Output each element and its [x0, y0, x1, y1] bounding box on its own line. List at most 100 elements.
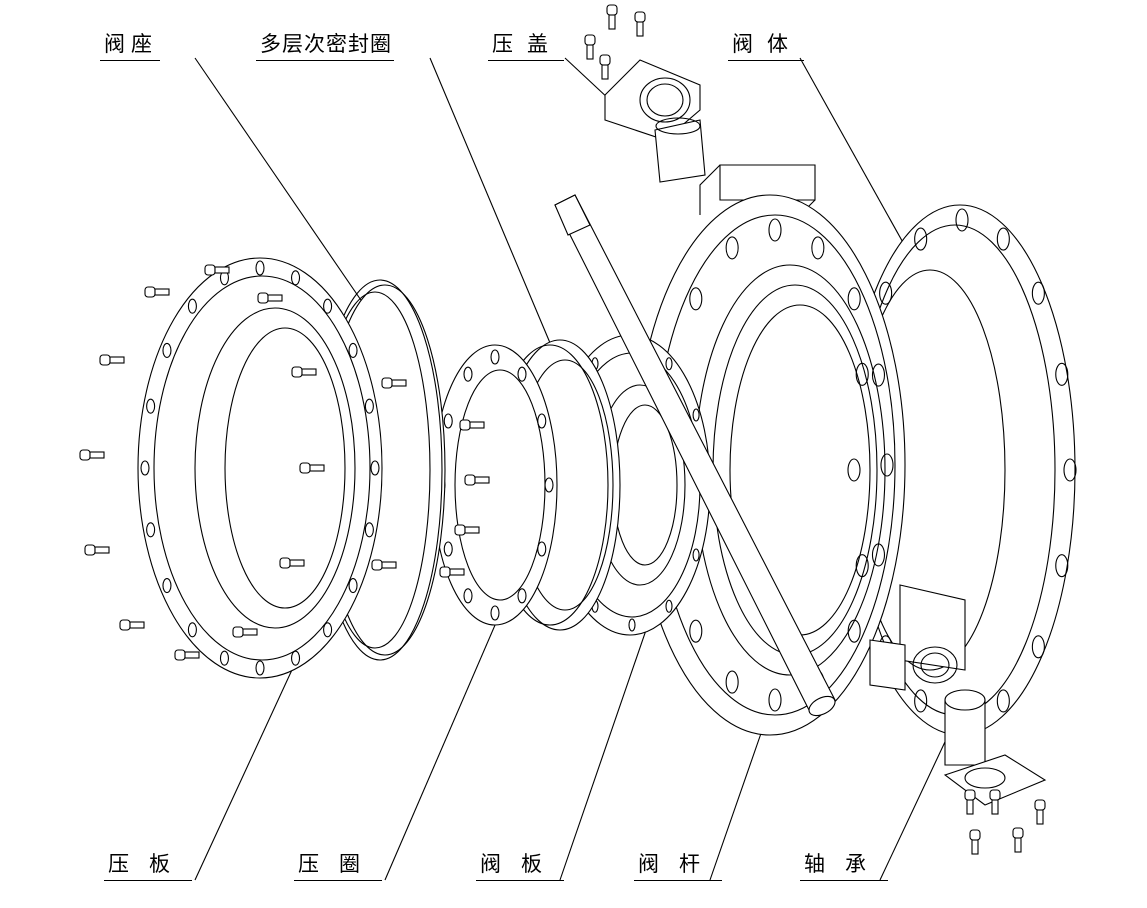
bolt-hole	[537, 541, 547, 557]
bolt	[204, 264, 230, 276]
bolt-hole	[1055, 362, 1069, 386]
bolt-hole	[537, 413, 547, 429]
leader-gland	[564, 57, 611, 101]
bolt-hole	[348, 342, 358, 358]
label-multilayer-seal: 多层次密封圈	[256, 32, 394, 61]
bolt-hole	[348, 578, 358, 594]
valve-stem-part	[554, 194, 836, 717]
bolt	[989, 789, 1001, 815]
bolt-hole	[1031, 635, 1045, 659]
bolt-hole	[323, 298, 333, 314]
bolt-hole	[855, 554, 869, 578]
bolt-hole	[290, 270, 301, 286]
bolt-hole	[692, 548, 700, 562]
bolt-hole	[255, 260, 265, 276]
bolt-hole	[880, 453, 894, 477]
bolt-hole	[914, 689, 928, 713]
label-valve-seat: 阀座	[100, 32, 160, 61]
bolt	[381, 377, 407, 389]
bolt-hole	[811, 236, 825, 260]
bolt	[1012, 827, 1024, 853]
bolt-hole	[162, 342, 172, 358]
bolt-hole	[370, 460, 380, 476]
bolt	[299, 462, 325, 474]
bolt-hole	[689, 619, 703, 643]
bolt-hole	[996, 689, 1010, 713]
bolt-hole	[323, 622, 333, 638]
bolt	[119, 619, 145, 631]
bolt-hole	[517, 588, 527, 604]
label-pressure-ring: 压圈	[294, 852, 382, 881]
bolt	[969, 829, 981, 855]
valve-body	[634, 164, 1077, 736]
label-bearing: 轴承	[800, 852, 888, 881]
bolt-hole	[463, 588, 473, 604]
bolt-hole	[490, 349, 500, 365]
label-gland: 压盖	[488, 32, 564, 61]
bolt-hole	[665, 357, 673, 371]
bolt-hole	[1055, 554, 1069, 578]
bolt-hole	[146, 522, 156, 538]
bolt-hole	[140, 460, 150, 476]
bolt-hole	[689, 287, 703, 311]
bearing-part	[943, 689, 1047, 855]
pressure-ring-part	[432, 344, 558, 626]
label-valve-body: 阀体	[728, 32, 804, 61]
bolt-hole	[290, 650, 301, 666]
bolt-hole	[544, 477, 554, 493]
bolt-hole	[628, 618, 636, 632]
bolt-hole	[443, 541, 453, 557]
bolt	[174, 649, 200, 661]
bolt-hole	[768, 218, 782, 242]
bolt-hole	[996, 227, 1010, 251]
bolt-hole	[187, 622, 197, 638]
bolt-hole	[871, 363, 886, 387]
bolt-hole	[955, 208, 969, 232]
bolt-hole	[768, 688, 782, 712]
bolt	[232, 626, 258, 638]
bolt-hole	[187, 298, 197, 314]
bolt	[257, 292, 283, 304]
leader-valve-seat	[194, 57, 379, 326]
pressure-plate-part	[137, 257, 383, 679]
bolt-hole	[219, 650, 230, 666]
bolt	[459, 419, 485, 431]
bolt	[279, 557, 305, 569]
bolt	[464, 474, 490, 486]
bolts	[79, 264, 490, 661]
bolt-hole	[443, 413, 453, 429]
label-valve-disc: 阀板	[476, 852, 564, 881]
bolt-hole	[490, 605, 500, 621]
bolt	[964, 789, 976, 815]
gland-part	[584, 4, 706, 183]
bolt-hole	[847, 287, 861, 311]
bolt	[144, 286, 170, 298]
bolt-hole	[692, 408, 700, 422]
bolt-hole	[914, 227, 928, 251]
bolt	[291, 366, 317, 378]
leader-seal	[429, 57, 554, 351]
bolt	[439, 566, 465, 578]
bolt-hole	[665, 599, 673, 613]
bolt-hole	[847, 458, 861, 482]
bolt	[584, 34, 596, 60]
bolt-hole	[255, 660, 265, 676]
bolt-hole	[146, 398, 156, 414]
bolt	[371, 559, 397, 571]
bolt-hole	[871, 543, 886, 567]
bolt	[606, 4, 618, 30]
bolt-hole	[879, 281, 893, 305]
bolt	[454, 524, 480, 536]
bolt-hole	[855, 362, 869, 386]
bolt	[79, 449, 105, 461]
leader-lines	[194, 57, 964, 881]
bolt-hole	[463, 366, 473, 382]
bolt-hole	[725, 670, 739, 694]
bolt	[634, 11, 646, 37]
leader-ring	[384, 594, 509, 881]
bolt-hole	[1031, 281, 1045, 305]
bolt-hole	[364, 398, 374, 414]
bolt-hole	[517, 366, 527, 382]
label-pressure-plate: 压板	[104, 852, 192, 881]
